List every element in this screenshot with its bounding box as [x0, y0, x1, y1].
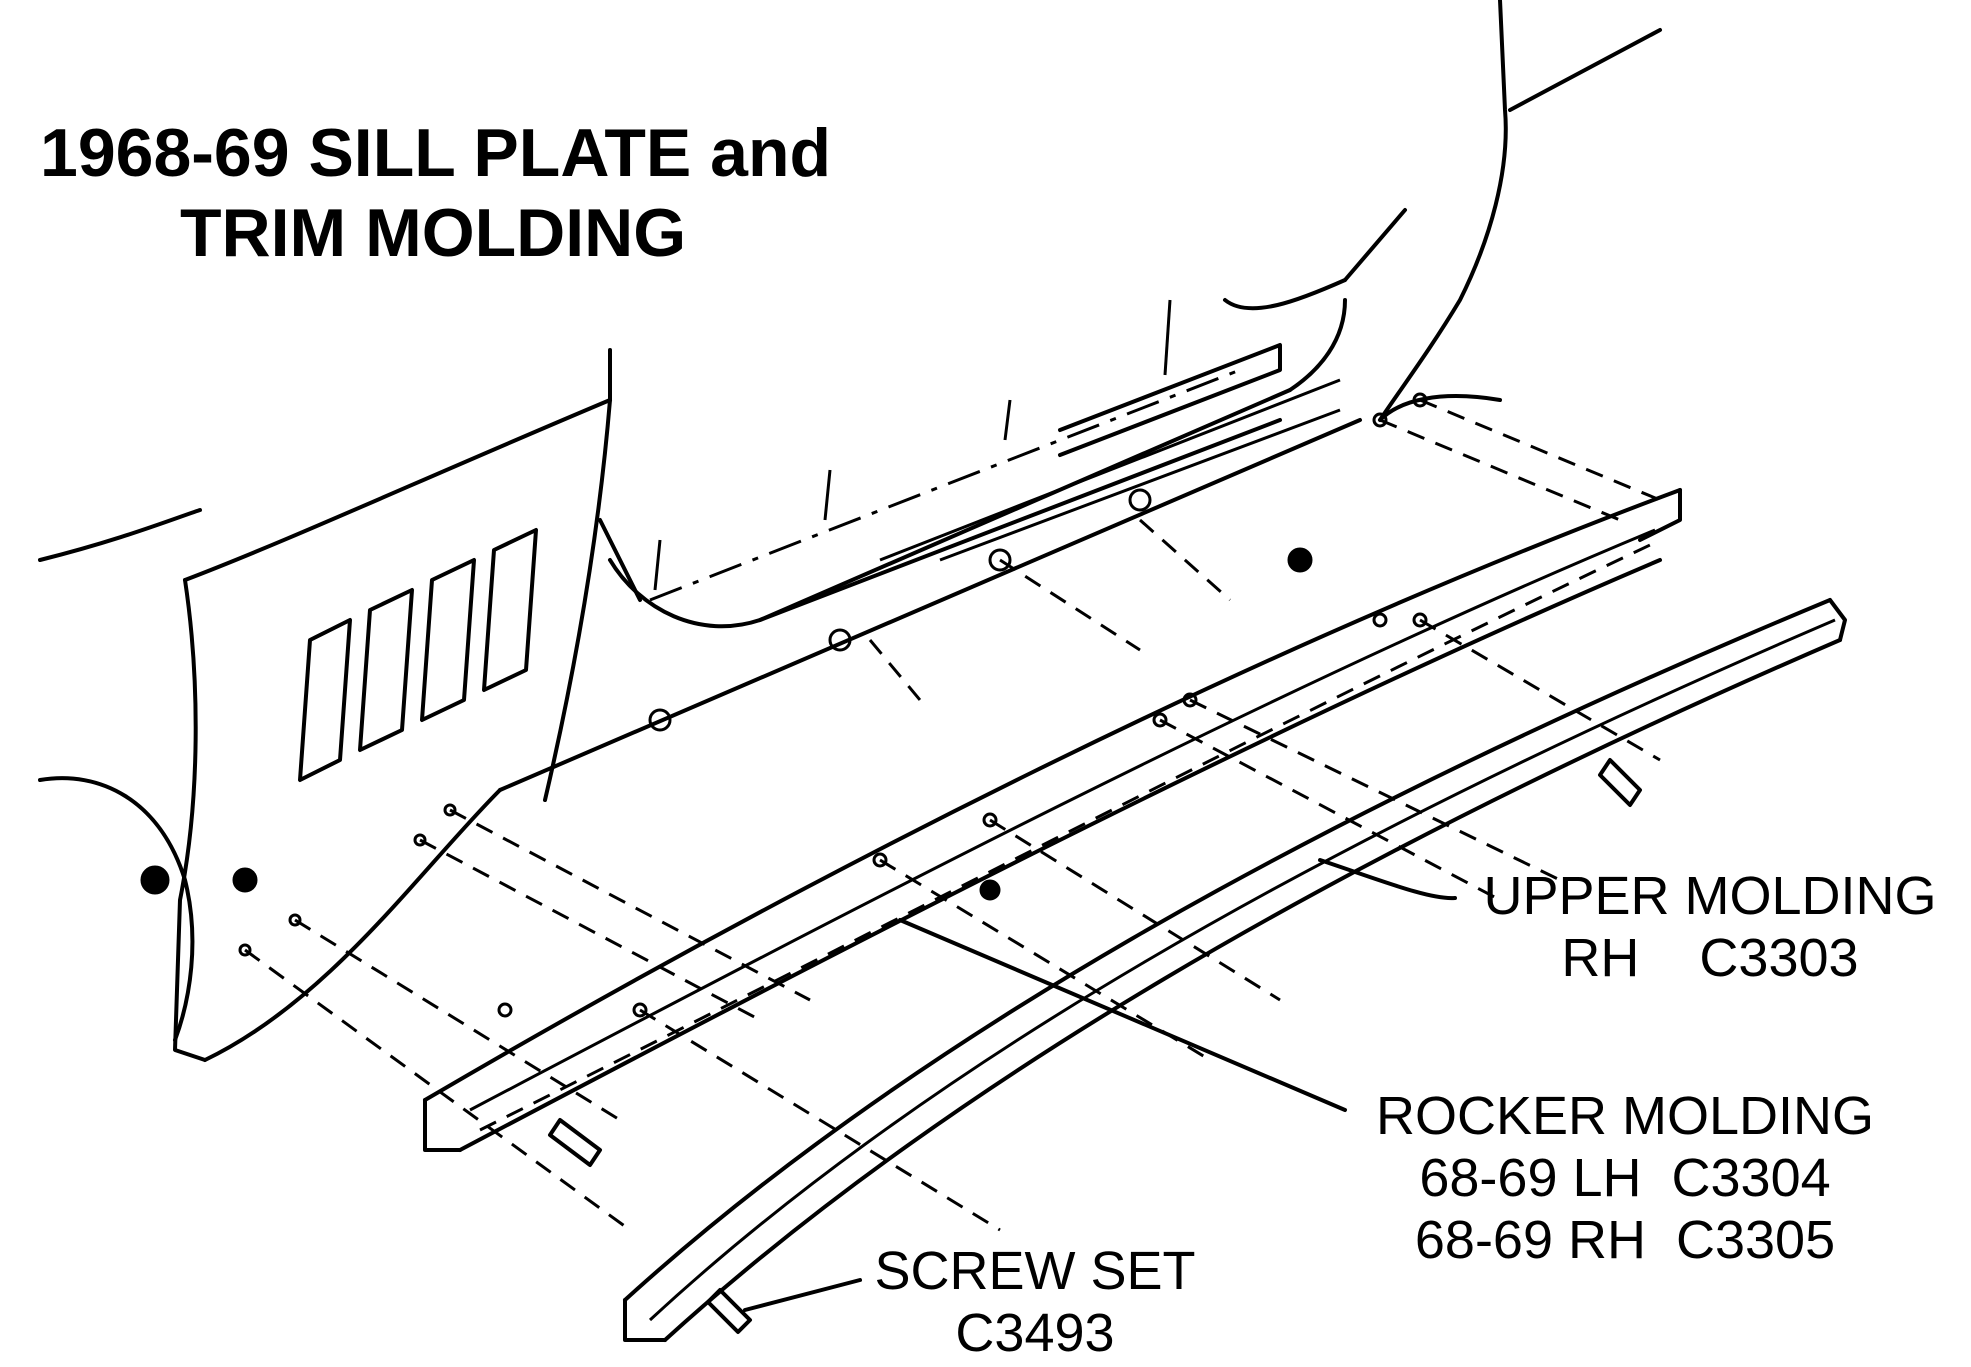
upper-molding-callout: UPPER MOLDING RH C3303 [1460, 865, 1960, 989]
screw-set-callout: SCREW SET C3493 [855, 1240, 1215, 1364]
body-panel [38, 0, 1662, 1062]
vent-slots [298, 528, 538, 782]
upper-molding-leader [1318, 858, 1457, 901]
diagram-title-line-1: 1968-69 SILL PLATE and [40, 115, 832, 191]
upper-molding-part-number: RH C3303 [1561, 928, 1859, 988]
screw-set-part-number: C3493 [955, 1303, 1115, 1363]
upper-molding-name: UPPER MOLDING [1483, 866, 1937, 926]
rocker-molding-lh-part-number: 68-69 LH C3304 [1419, 1148, 1831, 1208]
rocker-molding-leader [898, 918, 1347, 1112]
leader-lines [743, 858, 1457, 1312]
rocker-molding-rh-part-number: 68-69 RH C3305 [1414, 1210, 1836, 1270]
rocker-molding-callout: ROCKER MOLDING 68-69 LH C3304 68-69 RH C… [1350, 1085, 1900, 1271]
fastener-paths [244, 398, 1661, 1232]
rocker-molding [623, 598, 1847, 1342]
center-line [649, 368, 1241, 602]
diagram-title-line-2: TRIM MOLDING [180, 195, 687, 271]
sill-plate [423, 488, 1682, 1152]
door-studs [653, 299, 1172, 591]
screw-set-leader [743, 1278, 862, 1312]
screw-set-name: SCREW SET [874, 1241, 1196, 1301]
fasteners [140, 392, 1642, 1334]
rocker-molding-name: ROCKER MOLDING [1375, 1086, 1875, 1146]
